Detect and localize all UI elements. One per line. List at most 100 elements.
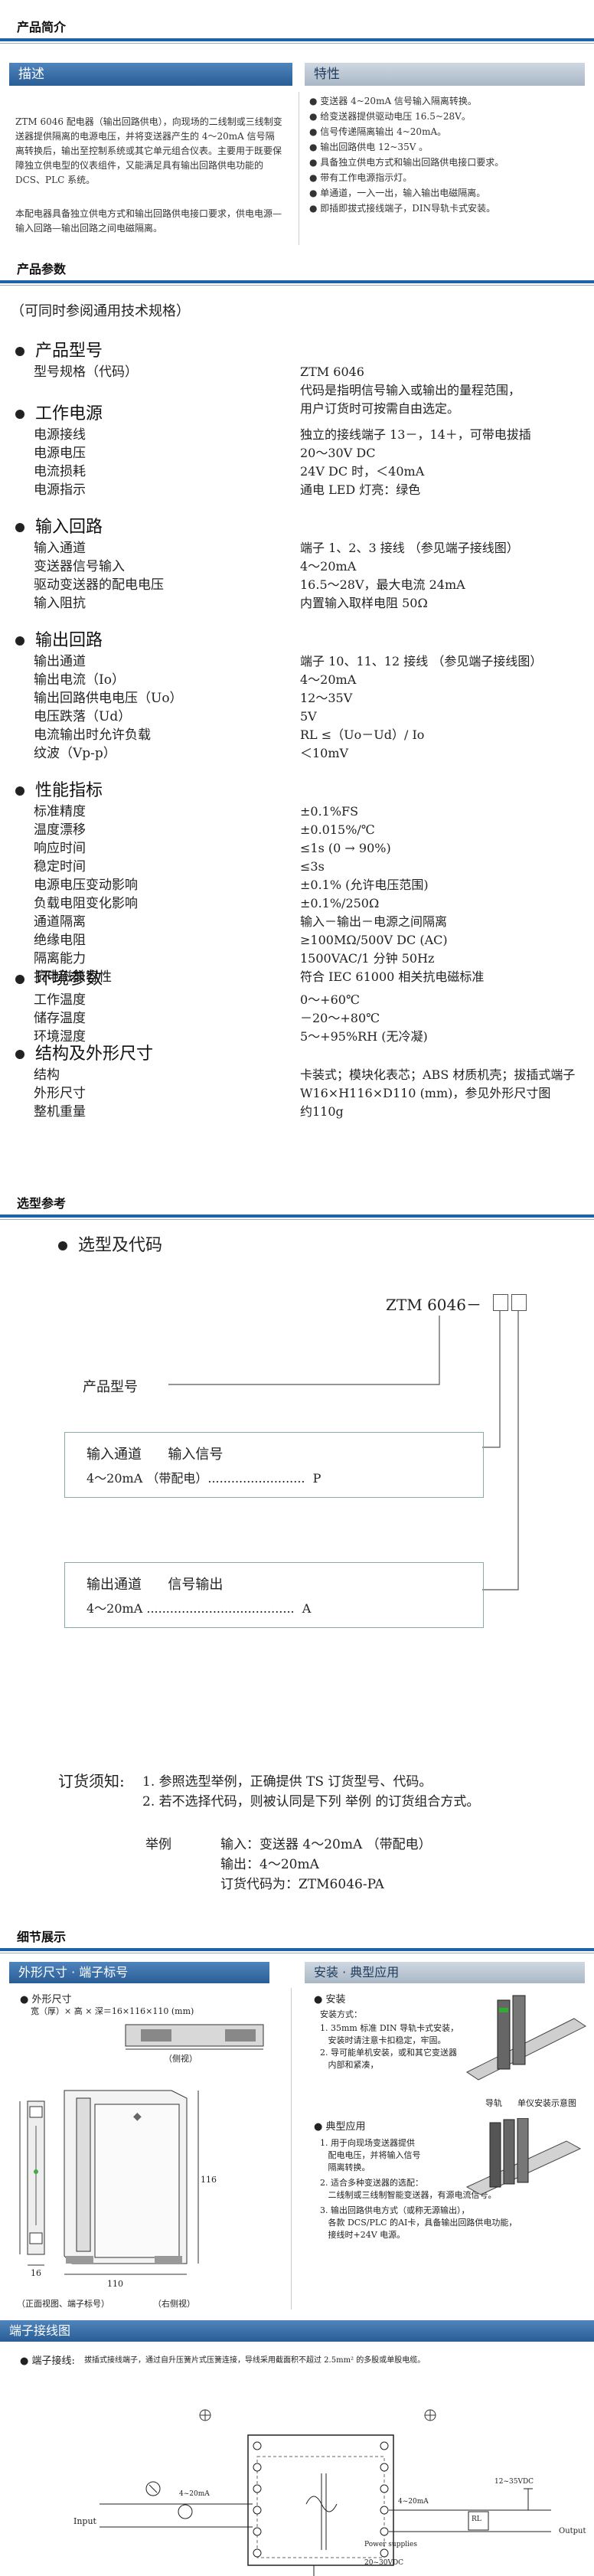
dim-title: ● 外形尺寸 [20, 1994, 72, 2006]
spec-key: 驱动变送器的配电电压 [34, 577, 164, 593]
rail-caption: 导轨 [485, 2098, 502, 2108]
spec-value: 12～35V [300, 691, 353, 705]
side-view-caption: （侧视） [164, 2054, 197, 2064]
spec-key: 电源电压变动影响 [34, 878, 138, 893]
order-notice-label: 订货须知: [58, 1772, 125, 1790]
spec-group-title: 结构及外形尺寸 [15, 1043, 582, 1066]
app-line-1: 1. 用于向现场变送器提供 [320, 2138, 415, 2148]
bullet-icon [15, 523, 24, 532]
wiring-diagram [100, 2409, 551, 2576]
section-divider [0, 280, 594, 283]
description-paragraph-1: ZTM 6046 配电器（输出回路供电），向现场的二线制或三线制变送器提供隔离的… [15, 116, 282, 185]
spec-row: 纹波（Vp-p）＜10mV [15, 744, 582, 763]
app-line-1c: 隔离转换。 [320, 2162, 370, 2172]
output-signal-label: 4~20mA [398, 2498, 429, 2506]
spec-group: 输出回路输出通道端子 10、11、12 接线 （参见端子接线图）输出电流（Io）… [15, 629, 582, 763]
rail-caption-2: 单仪安装示意图 [517, 2098, 576, 2108]
spec-row: 用户订货时可按需自由选定。 [15, 400, 582, 418]
spec-value: 16.5～28V，最大电流 24mA [300, 577, 465, 592]
dim-width-label: 16 [31, 2268, 41, 2278]
spec-value: 输入－输出－电源之间隔离 [300, 914, 448, 929]
spec-key: 电压跌落（Ud） [34, 709, 132, 724]
spec-value: ≥100MΩ/500V DC (AC) [300, 933, 448, 947]
spec-key [15, 381, 300, 400]
spec-group-title: 输出回路 [15, 629, 582, 652]
spec-value: 通电 LED 灯亮：绿色 [300, 482, 421, 497]
section-divider [0, 38, 594, 41]
spec-group-title: 环境参数 [15, 968, 582, 991]
spec-value: 20～30V DC [300, 446, 376, 460]
install-line-1: 1. 35mm 标准 DIN 导轨卡式安装， [320, 2023, 459, 2033]
input-code-box: 输入通道 输入信号 4～20mA （带配电）..................… [64, 1432, 484, 1498]
spec-row: 储存温度－20～+80℃ [15, 1009, 582, 1028]
svg-text:◆: ◆ [133, 2110, 142, 2123]
spec-key: 环境湿度 [34, 1029, 86, 1044]
spec-key: 标准精度 [34, 804, 86, 819]
spec-row: 标准精度±0.1%FS [15, 803, 582, 821]
output-code-box: 输出通道 信号输出 4～20mA .......................… [64, 1562, 484, 1628]
spec-row: 输入通道 端子 1、2、3 接线 （参见端子接线图） [15, 539, 582, 557]
spec-value: 4～20mA [300, 672, 357, 687]
spec-row: 输出通道端子 10、11、12 接线 （参见端子接线图） [15, 652, 582, 671]
bullet-icon [15, 786, 24, 796]
section-select-header: 选型参考 [0, 1193, 594, 1220]
input-signal-label: 4~20mA [179, 2490, 210, 2498]
spec-value: 5V [300, 709, 317, 724]
spec-key: 输入通道 [34, 541, 86, 556]
spec-group-title: 输入回路 [15, 516, 582, 539]
spec-value: RL ≤（Uo－Ud）/ Io [300, 727, 425, 742]
spec-key: 储存温度 [34, 1011, 86, 1026]
description-header: 描述 [9, 63, 292, 86]
spec-key: 输出通道 [34, 654, 86, 669]
load-resistor-label: RL [472, 2516, 481, 2523]
bullet-icon [15, 975, 24, 984]
spec-key: 绝缘电阻 [34, 933, 86, 948]
spec-row: 绝缘电阻 ≥100MΩ/500V DC (AC) [15, 931, 582, 950]
feature-item: ● 单通道，一入一出，输入输出电磁隔离。 [309, 188, 486, 198]
section-divider-thin [0, 1219, 594, 1220]
example-line-1: 输入：变送器 4～20mA （带配电） [220, 1837, 432, 1852]
spec-value: 1500VAC/1 分钟 50Hz [300, 951, 435, 966]
spec-value: 端子 1、2、3 接线 （参见端子接线图） [300, 541, 519, 555]
order-notice-1: 1. 参照选型举例，正确提供 TS 订货型号、代码。 [142, 1774, 432, 1790]
spec-value: ≤1s (0 → 90%) [300, 841, 391, 855]
spec-value: ±0.015%/℃ [300, 822, 375, 837]
app-line-2b: 二线制或三线制智能变送器，有源电流信号。 [320, 2190, 497, 2200]
spec-row: 稳定时间≤3s [15, 858, 582, 876]
app-line-1b: 配电电压，并将输入信号 [320, 2150, 421, 2160]
dim-subtitle: 宽（厚）× 高 × 深＝16×116×110 (mm) [31, 2006, 194, 2016]
spec-value: ≤3s [300, 859, 325, 874]
section-divider [0, 1948, 594, 1951]
spec-row: 驱动变送器的配电电压 16.5～28V，最大电流 24mA [15, 576, 582, 594]
input-code-head: 输入通道 输入信号 [86, 1447, 224, 1463]
code-box-output [511, 1294, 527, 1311]
install-line-2: 2. 导可能单机安装，或和其它变送器 [320, 2048, 457, 2058]
spec-value: 24V DC 时，＜40mA [300, 464, 425, 479]
spec-value: 代码是指明信号输入或输出的量程范围， [300, 383, 521, 397]
spec-key: 通道隔离 [34, 914, 86, 930]
section-intro-header: 产品简介 [0, 17, 594, 44]
app-line-2: 2. 适合多种变送器的选配： [320, 2178, 423, 2188]
spec-value: 约110g [300, 1104, 344, 1119]
install-title: ● 安装 [314, 1994, 346, 2006]
output-code-head: 输出通道 信号输出 [86, 1577, 224, 1593]
dim-depth-label: 110 [107, 2279, 123, 2289]
column-divider [291, 1988, 292, 2310]
dimensions-header: 外形尺寸 · 端子标号 [9, 1962, 269, 1983]
description-paragraph-2: 本配电器具备独立供电方式和输出回路供电接口要求，供电电源—输入回路—输出回路之间… [15, 208, 282, 234]
bullet-icon [15, 1050, 24, 1059]
features-header: 特性 [305, 63, 585, 86]
params-note: （可同时参阅通用技术规格） [11, 303, 190, 319]
spec-group-title: 产品型号 [15, 340, 582, 363]
bullet-icon [58, 1241, 67, 1250]
spec-key: 温度漂移 [34, 822, 86, 838]
spec-key: 输出电流（Io） [34, 672, 125, 688]
spec-key: 整机重量 [34, 1104, 86, 1120]
spec-row: 输入阻抗内置输入取样电阻 50Ω [15, 594, 582, 613]
wiring-note: 拔插式接线端子，通过自升压簧片式压簧连接，导线采用截面积不超过 2.5mm² 的… [84, 2356, 426, 2365]
